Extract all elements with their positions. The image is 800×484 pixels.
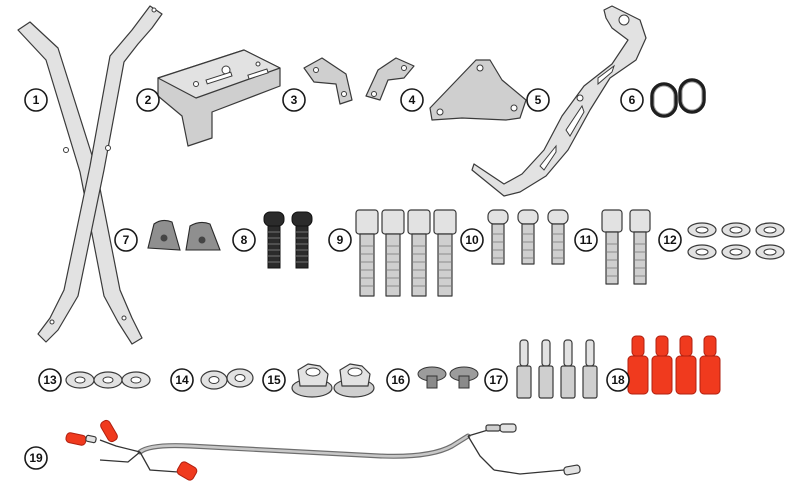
part-1-frame-rails	[17, 5, 163, 345]
badge-3: 3	[282, 88, 306, 112]
part-11-socket-bolts	[601, 209, 651, 285]
svg-text:18: 18	[611, 373, 625, 387]
part-17-bullet-connectors	[516, 339, 598, 399]
part-13-flat-washers	[65, 371, 151, 389]
part-14-spacer-washers	[200, 368, 254, 390]
svg-text:16: 16	[391, 373, 405, 387]
badge-5: 5	[526, 88, 550, 112]
badge-14: 14	[170, 368, 194, 392]
badge-12: 12	[658, 228, 682, 252]
svg-text:6: 6	[629, 93, 636, 107]
svg-text:19: 19	[29, 451, 43, 465]
part-12-lock-washers	[687, 222, 785, 260]
part-3-angle-bracket	[303, 57, 353, 105]
svg-text:17: 17	[489, 373, 503, 387]
badge-18: 18	[606, 368, 630, 392]
part-4-angle-bracket	[365, 57, 415, 101]
badge-17: 17	[484, 368, 508, 392]
svg-text:15: 15	[267, 373, 281, 387]
badge-19: 19	[24, 446, 48, 470]
part-9-long-bolts	[355, 209, 457, 297]
svg-text:8: 8	[241, 233, 248, 247]
badge-10: 10	[460, 228, 484, 252]
svg-text:2: 2	[145, 93, 152, 107]
part-18-red-insulators	[627, 335, 721, 395]
svg-text:12: 12	[663, 233, 677, 247]
part-7-rubber-bumpers	[147, 219, 221, 251]
svg-text:14: 14	[175, 373, 189, 387]
svg-text:11: 11	[580, 233, 593, 247]
part-8-black-bolts	[263, 211, 313, 269]
part-15-flange-nuts	[291, 363, 375, 398]
part-16-rubber-caps	[417, 366, 479, 389]
badge-9: 9	[328, 228, 352, 252]
badge-4: 4	[400, 88, 424, 112]
svg-text:5: 5	[535, 93, 542, 107]
badge-7: 7	[114, 228, 138, 252]
badge-8: 8	[232, 228, 256, 252]
part-6-side-bracket	[471, 5, 647, 197]
svg-text:1: 1	[33, 93, 40, 107]
badge-16: 16	[386, 368, 410, 392]
badge-15: 15	[262, 368, 286, 392]
svg-text:9: 9	[337, 233, 344, 247]
badge-6: 6	[620, 88, 644, 112]
svg-text:7: 7	[123, 233, 130, 247]
part-6-rubber-rings	[650, 78, 706, 118]
badge-11: 11	[574, 228, 598, 252]
part-19-wiring-harness	[65, 419, 581, 481]
badge-13: 13	[38, 368, 62, 392]
part-2-mounting-plate	[157, 49, 281, 147]
part-10-button-bolts	[487, 209, 569, 265]
part-5-triangle-plate	[429, 59, 527, 121]
badge-2: 2	[136, 88, 160, 112]
svg-text:3: 3	[291, 93, 298, 107]
badge-1: 1	[24, 88, 48, 112]
svg-text:10: 10	[465, 233, 479, 247]
svg-text:13: 13	[43, 373, 57, 387]
svg-text:4: 4	[409, 93, 416, 107]
